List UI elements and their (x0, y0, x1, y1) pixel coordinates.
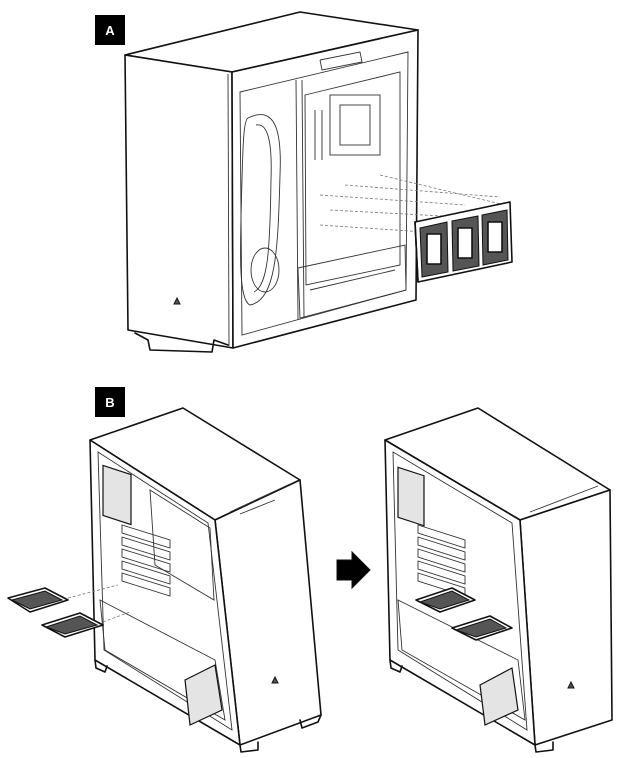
case-angled-view-after (384, 407, 613, 753)
drive-cage (414, 201, 513, 283)
case-side-view-a (124, 11, 419, 353)
sail-logo-icon (271, 675, 279, 684)
step-label-b: B (95, 387, 125, 417)
expansion-slots-installed (417, 524, 466, 597)
expansion-slots (121, 524, 171, 597)
step-label-a: A (95, 15, 125, 45)
drive-modules (7, 584, 131, 638)
right-arrow-icon (336, 550, 371, 590)
sail-logo-icon (567, 680, 575, 689)
case-angled-view-before (89, 407, 322, 753)
sail-logo-icon (173, 296, 181, 305)
